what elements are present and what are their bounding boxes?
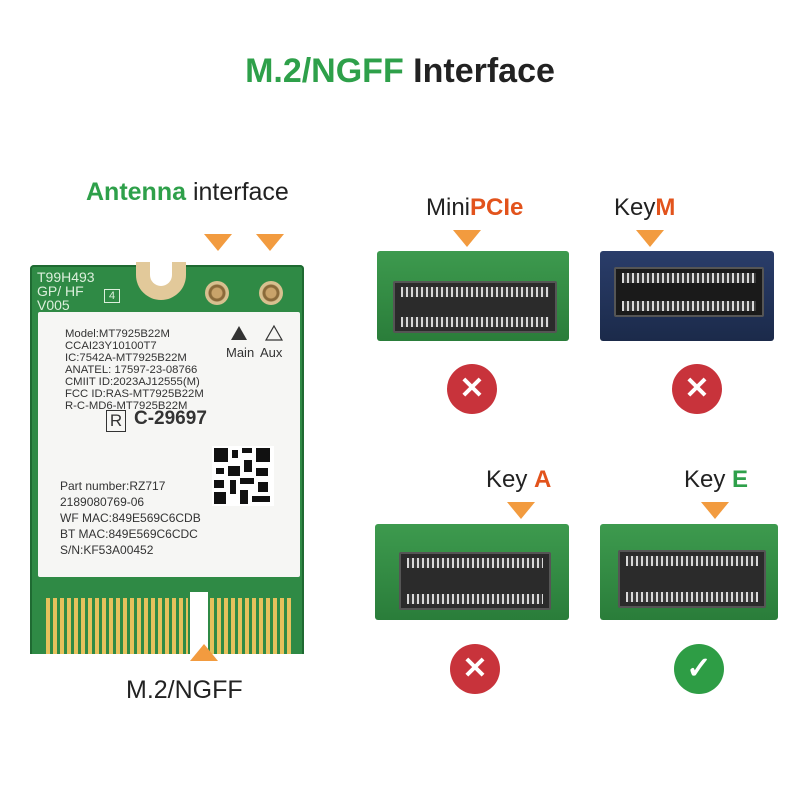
card-box-number: 4 [104, 289, 121, 303]
slot-label-key-m: KeyM [614, 194, 675, 222]
part-number: Part number:RZ717 [60, 479, 166, 493]
gold-contacts-right [210, 598, 294, 654]
card-code-2: GP/ HF [37, 283, 84, 299]
wifi-mac: WF MAC:849E569C6CDB [60, 511, 201, 525]
slot-label-highlight: E [732, 466, 749, 493]
compatible-check-icon: ✓ [674, 644, 724, 694]
title-dark-part: Interface [403, 52, 555, 90]
antenna-main-arrow-icon [204, 234, 232, 251]
slot-label-key-e: Key E [684, 466, 748, 494]
label-line: IC:7542A-MT7925B22M [65, 352, 187, 364]
main-antenna-connector-icon [205, 281, 229, 305]
mounting-notch-hole [150, 262, 172, 286]
bt-mac: BT MAC:849E569C6CDC [60, 527, 198, 541]
slot-arrow-icon [507, 502, 535, 519]
antenna-label-dark: interface [186, 178, 289, 206]
ngff-label: M.2/NGFF [126, 676, 243, 704]
label-line: CCAI23Y10100T7 [65, 340, 157, 352]
rcm-mark-icon: R [106, 410, 126, 432]
key-m-slot-image [600, 251, 774, 341]
slot-label-text: Key [614, 194, 656, 221]
incompatible-x-icon: ✕ [672, 364, 722, 414]
page-title: M.2/NGFF Interface [0, 52, 800, 91]
label-line: ANATEL: 17597-23-08766 [65, 364, 198, 376]
ngff-arrow-icon [190, 644, 218, 661]
slot-label-text: Key [684, 466, 733, 493]
slot-arrow-icon [701, 502, 729, 519]
part-number-2: 2189080769-06 [60, 495, 145, 509]
antenna-interface-label: Antenna interface [86, 178, 289, 207]
antenna-aux-arrow-icon [256, 234, 284, 251]
card-code-3: V005 [37, 297, 70, 313]
incompatible-x-icon: ✕ [447, 364, 497, 414]
slot-label-text: Key [486, 466, 535, 493]
slot-label-highlight: PCIe [470, 194, 524, 221]
main-label: Main [226, 345, 255, 360]
serial-number: S/N:KF53A00452 [60, 543, 154, 557]
main-aux-triangle-icons [231, 324, 284, 341]
slot-label-highlight: M [655, 194, 676, 221]
mini-pcie-slot-image [377, 251, 569, 341]
label-line: Model:MT7925B22M [65, 328, 170, 340]
gold-contacts-left [46, 598, 188, 654]
antenna-label-green: Antenna [86, 178, 186, 206]
card-code-1: T99H493 [37, 269, 95, 285]
label-line: R-C-MD6-MT7925B22M [65, 400, 188, 412]
incompatible-x-icon: ✕ [450, 644, 500, 694]
aux-antenna-connector-icon [259, 281, 283, 305]
slot-label-text: Mini [426, 194, 471, 221]
slot-label-mini-pcie: MiniPCIe [426, 194, 523, 222]
card-bottom-edge [30, 654, 304, 664]
title-green-part: M.2/NGFF [245, 52, 404, 90]
slot-arrow-icon [453, 230, 481, 247]
key-a-slot-image [375, 524, 569, 620]
card-label-sticker [38, 312, 300, 577]
aux-label: Aux [260, 345, 283, 360]
slot-label-highlight: A [534, 466, 552, 493]
label-line: FCC ID:RAS-MT7925B22M [65, 388, 204, 400]
key-e-slot-image [600, 524, 778, 620]
label-line: CMIIT ID:2023AJ12555(M) [65, 376, 200, 388]
qr-code-icon [212, 446, 274, 506]
slot-label-key-a: Key A [486, 466, 551, 494]
certification-code: C-29697 [134, 408, 207, 429]
slot-arrow-icon [636, 230, 664, 247]
